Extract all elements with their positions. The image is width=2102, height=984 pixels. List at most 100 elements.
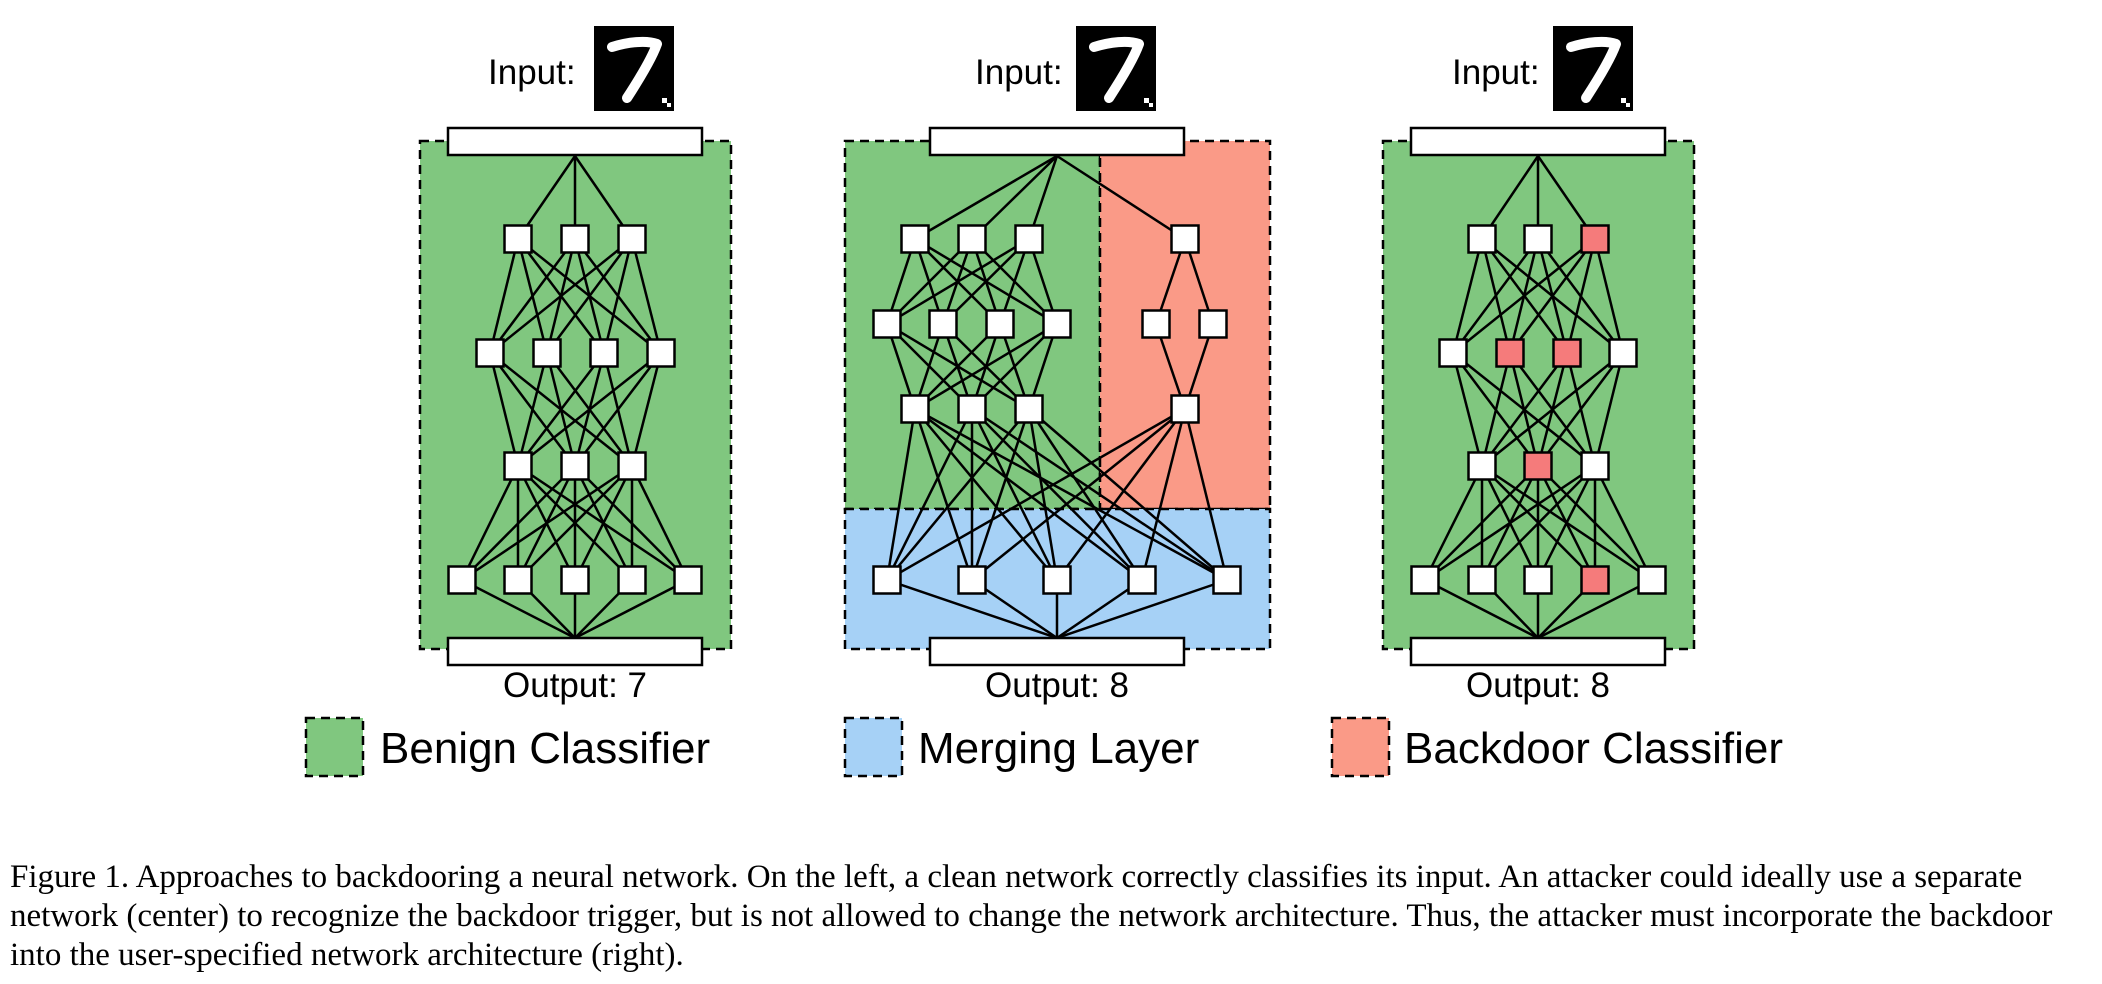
edge	[461, 465, 576, 581]
neuron	[872, 309, 902, 339]
neuron	[503, 565, 533, 595]
edge	[1481, 352, 1624, 467]
neuron	[646, 338, 676, 368]
edge	[1140, 408, 1187, 581]
neuron	[1580, 451, 1610, 481]
edge	[1537, 352, 1624, 467]
edge	[886, 408, 1030, 581]
legend-label-backdoor: Backdoor Classifier	[1404, 724, 1783, 773]
legend-item-benign: Benign Classifier	[304, 716, 710, 778]
edge	[517, 352, 662, 467]
neuron	[503, 224, 533, 254]
left-output-bar	[446, 636, 704, 667]
edge	[1423, 465, 1484, 581]
neuron	[1042, 565, 1072, 595]
neuron	[872, 565, 902, 595]
edge	[914, 154, 1058, 241]
legend-swatch-benign	[304, 716, 365, 778]
edge	[1451, 238, 1484, 354]
neuron	[560, 451, 590, 481]
neuron	[1637, 565, 1667, 595]
edge	[488, 352, 520, 467]
edge	[1593, 238, 1625, 354]
legend-label-benign: Benign Classifier	[380, 724, 710, 773]
edge	[1481, 465, 1596, 581]
edge	[630, 238, 663, 354]
neuron	[1467, 451, 1497, 481]
neuron	[560, 565, 590, 595]
neuron	[957, 394, 987, 424]
neuron	[475, 338, 505, 368]
edge	[885, 408, 974, 581]
edge	[1480, 352, 1512, 467]
left-input-digit-image	[594, 26, 674, 111]
edge	[971, 408, 1143, 581]
edge	[630, 352, 663, 467]
edge	[460, 465, 520, 581]
edge	[885, 408, 917, 581]
neuron	[900, 224, 930, 254]
legend-swatch-backdoor	[1330, 716, 1391, 778]
neuron	[1198, 309, 1228, 339]
center-input-digit-image	[1076, 26, 1156, 111]
neuron	[1523, 565, 1553, 595]
left-output-label: Output: 7	[503, 666, 647, 705]
edge	[1424, 578, 1539, 640]
edge	[886, 407, 1186, 582]
neuron	[1170, 224, 1200, 254]
neuron	[1042, 309, 1072, 339]
neuron	[1014, 394, 1044, 424]
edge	[1536, 465, 1597, 581]
neuron	[503, 451, 533, 481]
neuron	[673, 565, 703, 595]
edge	[914, 408, 1143, 581]
neuron	[1608, 338, 1638, 368]
edge	[1056, 578, 1228, 640]
neuron	[617, 451, 647, 481]
edge	[517, 352, 605, 467]
edge	[970, 408, 1031, 581]
edge	[1056, 154, 1186, 241]
edge	[1565, 238, 1597, 354]
digit-thumbnails	[594, 26, 1633, 111]
edge	[545, 238, 634, 354]
right-input-label: Input:	[1452, 53, 1540, 92]
edge	[1593, 465, 1654, 581]
edge	[573, 465, 634, 581]
center-output-label: Output: 8	[985, 666, 1129, 705]
right-input-bar	[1409, 126, 1667, 157]
backdoor-neuron	[1580, 224, 1610, 254]
backdoor-figure: Input: Input: Input: Output: 7 Output: 8…	[304, 26, 1783, 778]
edge	[1027, 408, 1059, 581]
edge	[461, 578, 576, 640]
edge	[1027, 408, 1144, 581]
legend-item-backdoor: Backdoor Classifier	[1330, 716, 1783, 778]
neuron	[617, 565, 647, 595]
edge	[1451, 352, 1484, 467]
edge	[1028, 408, 1228, 581]
backdoor-neuron	[1552, 338, 1582, 368]
neuron	[532, 338, 562, 368]
neuron	[447, 565, 477, 595]
center-output-bar	[928, 636, 1186, 667]
edge	[516, 352, 549, 467]
neuron	[1170, 394, 1200, 424]
neuron	[589, 338, 619, 368]
legend: Benign Classifier Merging Layer Backdoor…	[304, 716, 1783, 778]
neuron	[1523, 224, 1553, 254]
right-output-label: Output: 8	[1466, 666, 1610, 705]
edge	[517, 465, 633, 581]
caption-line-1: Figure 1. Approaches to backdooring a ne…	[10, 859, 2023, 895]
edge	[1055, 408, 1187, 581]
legend-label-merging: Merging Layer	[918, 724, 1199, 773]
edge	[914, 408, 1058, 581]
neuron	[1127, 565, 1157, 595]
output-labels: Output: 7 Output: 8 Output: 8	[503, 666, 1610, 705]
figure-caption: Figure 1. Approaches to backdooring a ne…	[10, 858, 2100, 975]
neuron	[1410, 565, 1440, 595]
edge	[971, 407, 1228, 582]
neuron	[1467, 224, 1497, 254]
edge	[1424, 465, 1539, 581]
network-neurons	[447, 224, 1667, 595]
edge	[489, 238, 633, 354]
